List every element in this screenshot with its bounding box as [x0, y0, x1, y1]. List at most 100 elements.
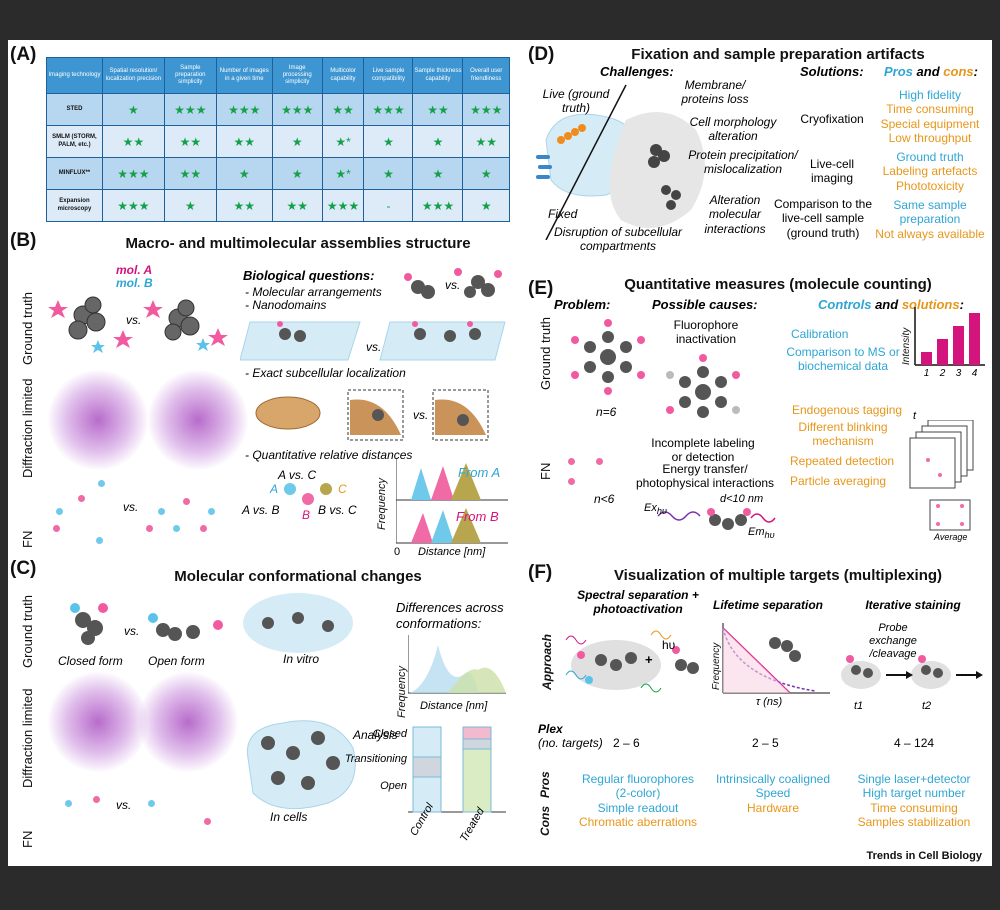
table-cell: ★★★ — [101, 189, 165, 222]
solution-comparison: Comparison to MS or biochemical data — [786, 345, 900, 374]
table-header: Sample thickness capability — [412, 57, 464, 94]
challenge-5: Disruption of subcellular compartments — [553, 225, 683, 254]
intensity-tick-label: 3 — [956, 368, 962, 377]
frequency-axis-label: Frequency — [711, 642, 722, 690]
intensity-tick-label: 4 — [972, 368, 978, 377]
intensity-bar — [937, 339, 948, 365]
table-header: Number of images in a given time — [215, 57, 273, 94]
open-form-label: Open form — [148, 654, 205, 668]
mol-b-label: mol. B — [116, 276, 153, 290]
con-text: Low throughput — [888, 131, 972, 146]
conformation-distribution-chart — [408, 635, 506, 694]
challenge-3: Protein precipitation/ mislocalization — [688, 148, 798, 177]
diffraction-blur — [148, 370, 248, 470]
intensity-bar — [921, 352, 932, 365]
and-word: and — [916, 64, 940, 79]
challenge-4: Alteration molecular interactions — [704, 193, 766, 236]
con-text: Phototoxicity — [895, 178, 965, 193]
fn-dot — [146, 525, 153, 532]
fn-dot — [148, 800, 155, 807]
closed-form-label: Closed form — [58, 654, 123, 668]
panel-c-label: (C) — [10, 558, 37, 579]
panel-f-label: (F) — [528, 562, 553, 583]
row-label-ground-truth: Ground truth — [20, 292, 35, 365]
intensity-bar — [969, 313, 980, 365]
lifetime-decay-chart — [722, 623, 830, 694]
col-lifetime-heading: Lifetime separation — [712, 598, 824, 612]
solution-endogenous-tagging: Endogenous tagging — [792, 403, 903, 417]
row-label-fn: FN — [20, 530, 35, 548]
diffraction-blur — [48, 672, 148, 772]
ex-label: Exhυ — [644, 502, 667, 516]
table-header: Sample preparation simplicity — [163, 57, 217, 94]
hv-label: hυ — [662, 638, 676, 652]
pro-text: Ground truth — [896, 150, 964, 164]
fn-dot — [173, 525, 180, 532]
fn-dot — [204, 818, 211, 825]
table-cell: ★★★ — [363, 93, 414, 126]
point-b-label: B — [302, 508, 311, 522]
panel-d-label: (D) — [528, 44, 555, 65]
fn-dot — [53, 525, 60, 532]
fn-dot — [78, 495, 85, 502]
table-cell: ★★★ — [321, 189, 365, 222]
fn-dot — [568, 458, 575, 465]
table-cell: ★ — [271, 157, 323, 190]
solution-3: Comparison to the live-cell sample (grou… — [773, 197, 873, 240]
point-a-label: A — [270, 482, 279, 496]
controls-word: Controls — [818, 297, 872, 312]
vs-label: vs. — [366, 340, 382, 354]
table-row: MINFLUX** ★★★ ★★ ★ ★ ★* ★ ★ ★ — [46, 157, 510, 190]
fn-dot — [56, 508, 63, 515]
table-cell: ★★★ — [163, 93, 217, 126]
panel-f-title: Visualization of multiple targets (multi… — [613, 567, 943, 584]
table-row: STED ★ ★★★ ★★★ ★★★ ★★ ★★★ ★★ ★★★ — [46, 93, 510, 126]
row-label-fn: FN — [538, 462, 553, 480]
vs-label: vs. — [413, 408, 429, 422]
plus-sign: + — [645, 652, 653, 667]
pros-word: Pros — [884, 64, 913, 79]
row-label-diffraction-limited: Diffraction limited — [20, 688, 35, 788]
table-cell: ★★ — [101, 125, 165, 158]
solution-3-pros-cons: Same sample preparation Not always avail… — [868, 198, 992, 241]
fn-dot — [208, 508, 215, 515]
table-cell: ★★ — [321, 93, 365, 126]
analysis-label: Analysis — [353, 728, 398, 742]
solution-particle-averaging: Particle averaging — [790, 474, 887, 488]
table-cell: ★★ — [215, 189, 273, 222]
hexamer-illustration — [571, 319, 645, 395]
table-cell: - — [363, 189, 414, 222]
plex-lifetime: 2 – 5 — [752, 736, 779, 750]
diffraction-blur — [138, 672, 238, 772]
figure-frame: (A) Imaging technology Spatial resolutio… — [8, 40, 992, 866]
con-text: Time consuming — [870, 800, 958, 815]
solutions-word: solutions — [901, 297, 960, 312]
t2-label: t2 — [922, 700, 932, 712]
table-cell: ★* — [321, 157, 365, 190]
solution-1: Cryofixation — [800, 112, 864, 126]
intensity-bar — [953, 326, 964, 365]
spectral-separation-illustration — [565, 630, 699, 693]
vs-label: vs. — [123, 500, 139, 514]
panel-b-label: (B) — [10, 230, 37, 251]
solution-2-pros-cons: Ground truth Labeling artefacts Phototox… — [868, 150, 992, 193]
controls-heading: Controls and solutions: — [818, 297, 964, 312]
table-cell: ★★ — [462, 125, 510, 158]
vs-label: vs. — [126, 313, 142, 327]
n6-label: n=6 — [596, 405, 617, 419]
mol-a-label: mol. A — [116, 263, 153, 277]
table-cell: ★ — [412, 125, 464, 158]
point-c-label: C — [338, 482, 347, 496]
col-spectral-heading: Spectral separation + photoactivation — [577, 588, 699, 617]
subcellular-localization-illustration — [255, 389, 489, 441]
and-word: and — [875, 297, 899, 312]
frequency-axis-label: Frequency — [376, 478, 388, 530]
fn-dot — [96, 537, 103, 544]
col-iterative-heading: Iterative staining — [865, 598, 961, 612]
em-label: Emhυ — [748, 526, 775, 540]
cell-illustration — [536, 84, 705, 240]
fn-dot — [158, 508, 165, 515]
fn-dot — [93, 796, 100, 803]
row-label-diffraction-limited: Diffraction limited — [20, 378, 35, 478]
pro-text: Same sample preparation — [893, 198, 967, 227]
